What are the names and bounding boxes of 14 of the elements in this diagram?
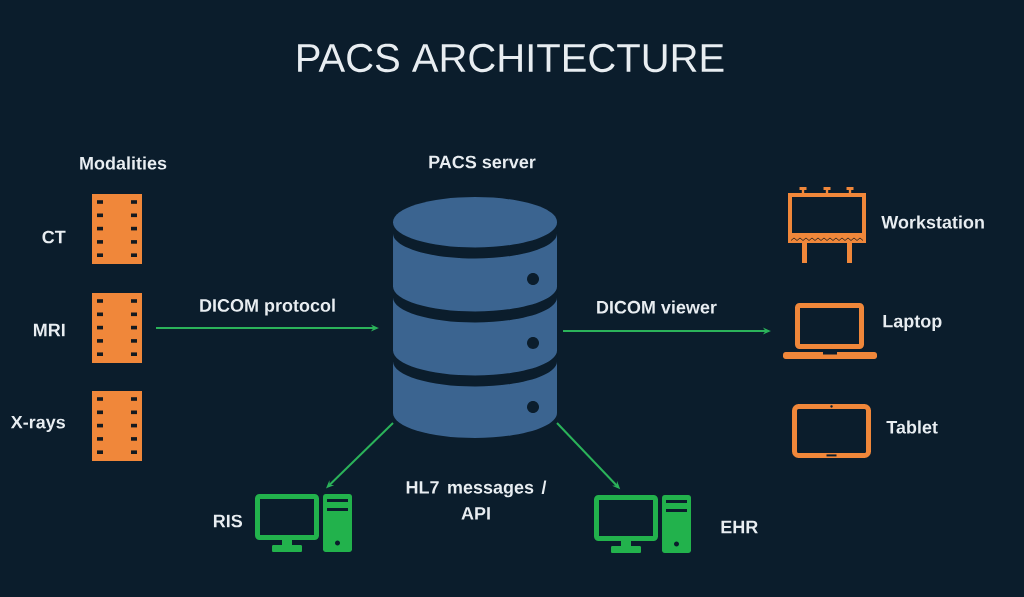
node-label: X-rays (10, 415, 65, 433)
node-label: Tablet (886, 420, 938, 434)
title: PACS ARCHITECTURE (298, 43, 724, 73)
node-label: EHR (721, 520, 758, 534)
node-label: Laptop (883, 314, 942, 332)
node-label: MRI (33, 323, 65, 337)
node-label: Workstation (881, 215, 984, 229)
node-label: CT (42, 230, 66, 244)
protocol-note: HL7 messages / API (406, 480, 547, 520)
edge-label: DICOM viewer (597, 300, 717, 314)
column-heading: Modalities (80, 156, 167, 170)
node-label: RIS (213, 514, 243, 528)
node-label: PACS server (429, 155, 536, 169)
edge-label: DICOM protocol (200, 298, 335, 316)
